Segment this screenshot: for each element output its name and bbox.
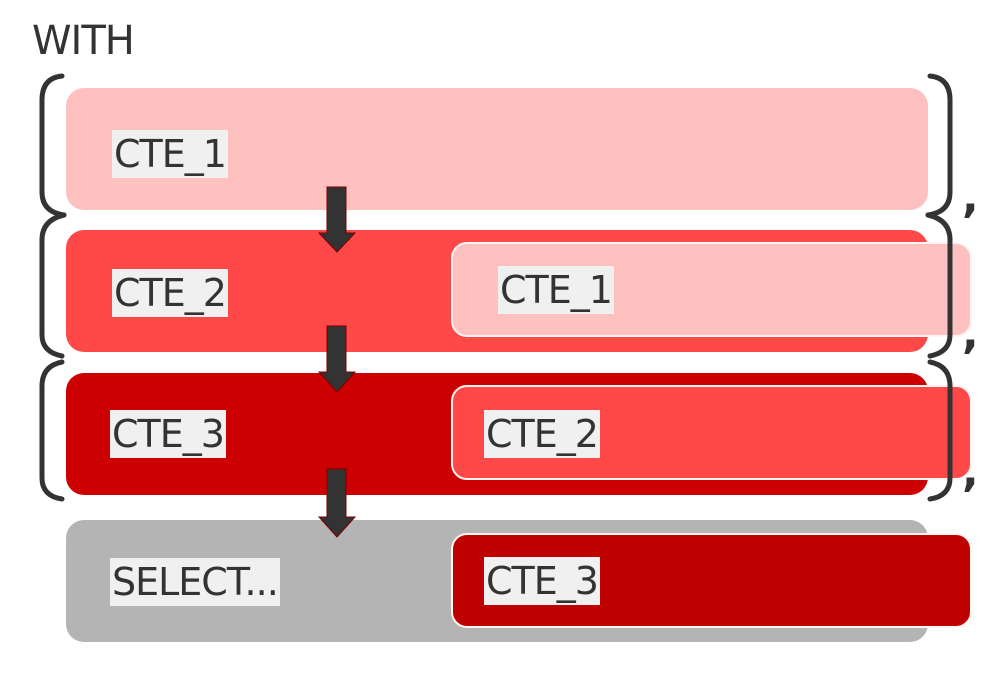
- arrow-down-icon: [317, 468, 357, 538]
- arrow-down-icon: [317, 186, 357, 253]
- select-reference-box: CTE_3: [451, 533, 972, 628]
- left-brace-icon: [39, 359, 65, 502]
- right-brace-icon: [927, 359, 953, 502]
- cte-2-reference-label: CTE_1: [498, 266, 614, 314]
- left-brace-icon: [39, 212, 67, 359]
- right-brace-icon: [925, 73, 953, 218]
- cte-2-label: CTE_2: [112, 269, 228, 317]
- select-block: SELECT... CTE_3: [66, 520, 972, 642]
- arrow-down-icon: [317, 325, 357, 393]
- cte-3-label: CTE_3: [110, 410, 226, 458]
- cte-3-reference-box: CTE_2: [451, 385, 972, 480]
- cte-2-reference-box: CTE_1: [451, 242, 972, 337]
- select-label: SELECT...: [110, 558, 280, 606]
- cte-3-reference-label: CTE_2: [484, 410, 600, 458]
- cte-1-label: CTE_1: [112, 130, 228, 178]
- left-brace-icon: [39, 73, 67, 218]
- select-reference-label: CTE_3: [484, 557, 600, 605]
- comma-separator: ,: [962, 172, 979, 223]
- comma-separator: ,: [962, 446, 979, 497]
- cte-2-block: CTE_2 CTE_1: [66, 230, 972, 352]
- comma-separator: ,: [962, 308, 979, 359]
- right-brace-icon: [925, 212, 953, 359]
- with-keyword: WITH: [32, 18, 135, 64]
- cte-1-block: CTE_1: [66, 88, 928, 210]
- cte-3-block: CTE_3 CTE_2: [66, 373, 972, 495]
